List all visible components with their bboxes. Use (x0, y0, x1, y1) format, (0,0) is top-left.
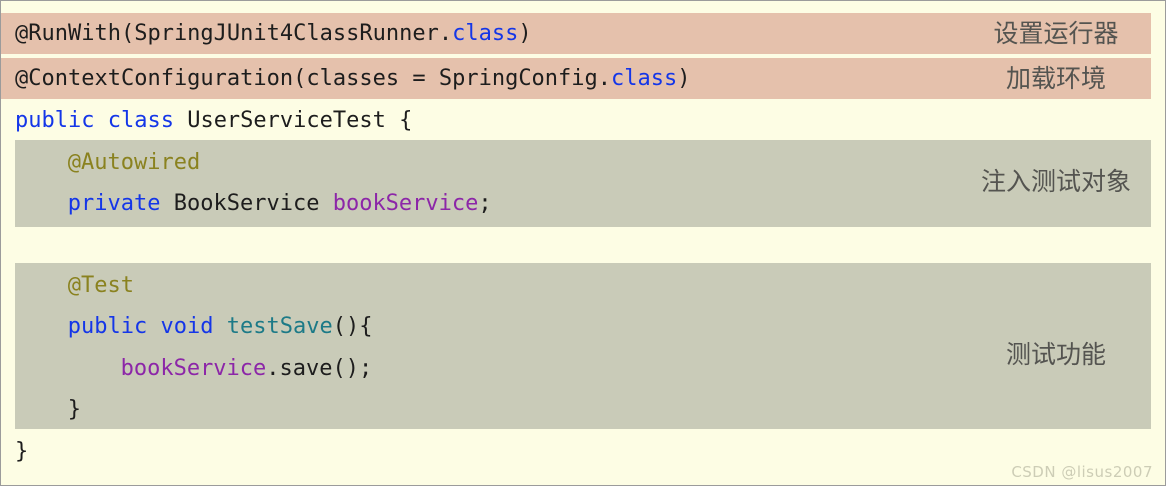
line-class-declaration: public class UserServiceTest { (15, 100, 412, 141)
line-method-testsave-token-3: (){ (332, 314, 373, 339)
line-field-bookservice-token-1: BookService (160, 191, 333, 216)
line-field-bookservice: private BookService bookService; (68, 183, 492, 224)
line-method-testsave: public void testSave(){ (68, 306, 373, 347)
line-autowired-token-0: @Autowired (67, 150, 201, 175)
line-call-save-token-0: bookService (120, 356, 267, 381)
line-runwith-token-0: @RunWith(SpringJUnit4ClassRunner. (15, 21, 453, 46)
highlight-band-test-band (15, 263, 1151, 429)
line-runwith-token-2: ) (518, 21, 532, 46)
highlight-band-runwith-band (1, 13, 1151, 54)
line-method-testsave-token-1 (214, 314, 227, 339)
line-class-declaration-token-0: public class (15, 108, 174, 133)
line-runwith-token-1: class (452, 21, 519, 46)
line-field-bookservice-token-2: bookService (332, 191, 479, 216)
line-contextconfiguration-token-0: @ContextConfiguration(classes = SpringCo… (15, 66, 612, 91)
line-autowired: @Autowired (68, 142, 200, 183)
line-field-bookservice-token-0: private (67, 191, 161, 216)
highlight-band-context-band (1, 58, 1151, 99)
line-contextconfiguration: @ContextConfiguration(classes = SpringCo… (15, 58, 691, 99)
line-contextconfiguration-token-1: class (611, 66, 678, 91)
csdn-watermark: CSDN @lisus2007 (1011, 463, 1153, 481)
note-inject-object: 注入测试对象 (980, 167, 1131, 196)
line-method-testsave-token-0: public void (67, 314, 214, 339)
line-class-declaration-token-1: UserServiceTest { (173, 108, 413, 133)
line-class-close-brace: } (15, 431, 28, 472)
highlight-band-autowired-band (15, 140, 1151, 227)
note-test-feature: 测试功能 (1005, 340, 1106, 369)
line-method-close-brace: } (68, 389, 81, 430)
line-method-close-brace-token-0: } (67, 397, 82, 422)
line-runwith: @RunWith(SpringJUnit4ClassRunner.class) (15, 13, 532, 54)
line-call-save-token-1: .save(); (266, 356, 373, 381)
line-test-annotation: @Test (68, 265, 134, 306)
note-load-env: 加载环境 (1005, 64, 1106, 93)
line-contextconfiguration-token-2: ) (677, 66, 691, 91)
line-class-close-brace-token-0: } (15, 439, 29, 464)
line-method-testsave-token-2: testSave (226, 314, 333, 339)
line-field-bookservice-token-3: ; (478, 191, 492, 216)
line-test-annotation-token-0: @Test (67, 273, 135, 298)
line-call-save: bookService.save(); (121, 348, 373, 389)
note-set-runner: 设置运行器 (993, 19, 1119, 48)
